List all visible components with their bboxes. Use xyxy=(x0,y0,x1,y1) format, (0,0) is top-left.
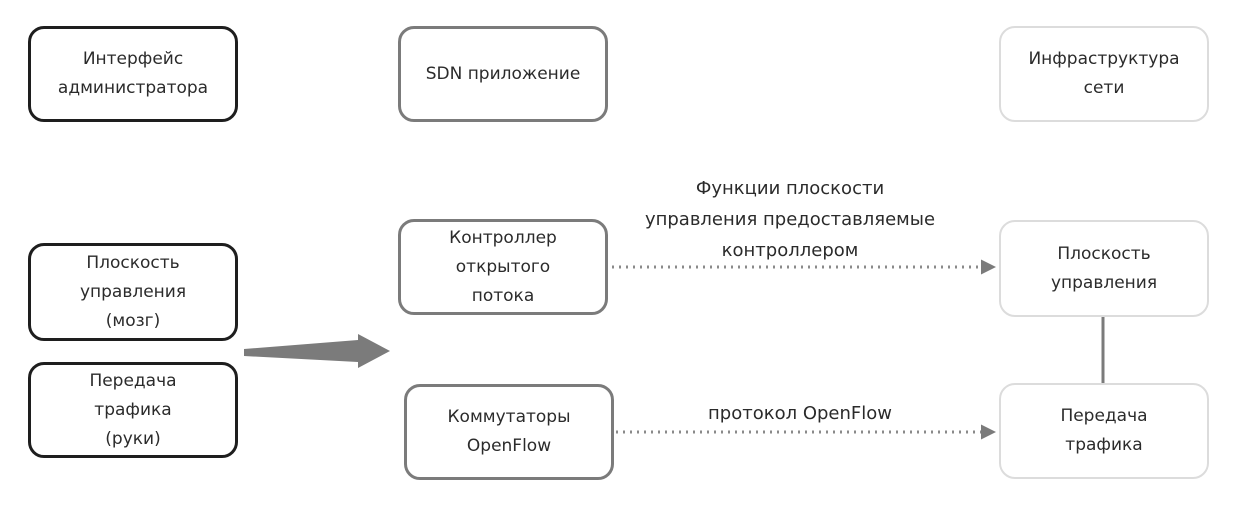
openflow-protocol-edge-label: протокол OpenFlow xyxy=(708,403,892,424)
openflow-switches-label: Коммутаторы OpenFlow xyxy=(447,407,571,456)
openflow-controller-label: Контроллер открытого потока xyxy=(449,227,557,306)
control-plane-label: Плоскость управления xyxy=(1050,243,1158,293)
traffic-forwarding-label: Передача трафика xyxy=(1060,406,1148,455)
openflow-controller-box: Контроллер открытого потока xyxy=(398,219,608,315)
sdn-application-box: SDN приложение xyxy=(398,26,608,122)
network-infrastructure-label: Инфраструктура сети xyxy=(1028,49,1180,98)
openflow-switches-box: Коммутаторы OpenFlow xyxy=(404,384,614,480)
network-infrastructure-box: Инфраструктура сети xyxy=(999,26,1209,122)
sdn-application-label: SDN приложение xyxy=(425,63,581,84)
control-plane-brain-label: Плоскость управления (мозг) xyxy=(79,252,187,331)
admin-interface-box: Интерфейс администратора xyxy=(28,26,238,122)
controller-functions-edge-label: Функции плоскости управления предоставля… xyxy=(644,178,936,261)
traffic-forwarding-box: Передача трафика xyxy=(999,383,1209,479)
control-plane-box: Плоскость управления xyxy=(999,220,1209,317)
traffic-forwarding-hands-label: Передача трафика (руки) xyxy=(89,370,177,449)
control-plane-brain-box: Плоскость управления (мозг) xyxy=(28,243,238,341)
admin-interface-label: Интерфейс администратора xyxy=(57,49,209,98)
mapping-arrow xyxy=(244,334,390,368)
traffic-forwarding-hands-box: Передача трафика (руки) xyxy=(28,362,238,458)
